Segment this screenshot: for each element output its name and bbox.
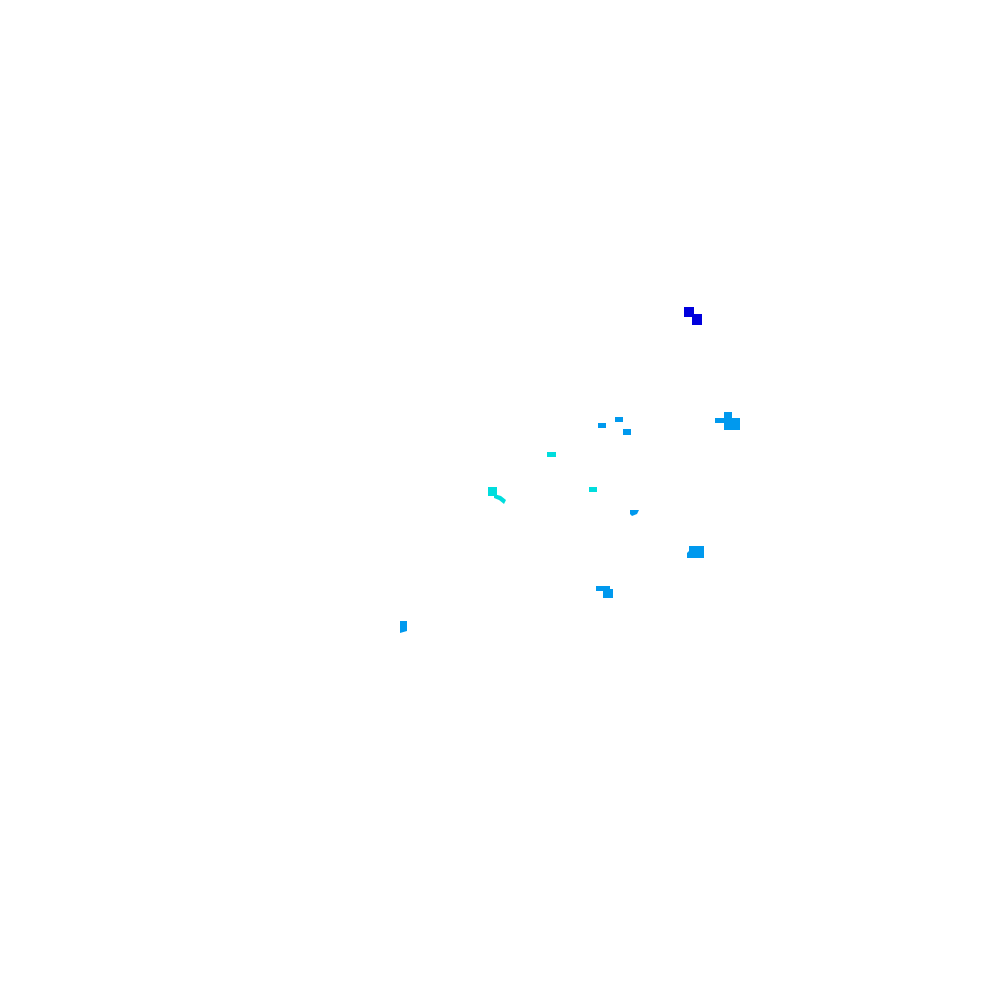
map-cell xyxy=(687,546,704,558)
map-cell xyxy=(615,417,623,422)
map-cell xyxy=(598,423,606,428)
cyan-cell-features xyxy=(488,452,597,504)
map-cell xyxy=(589,487,597,492)
map-cell xyxy=(623,429,631,435)
map-cell xyxy=(596,586,610,591)
medium-blue-cell-cluster-upper xyxy=(598,417,631,435)
medium-blue-cell-cluster-right xyxy=(715,412,740,430)
map-cell xyxy=(715,418,740,423)
medium-blue-cell-features-lower xyxy=(400,510,704,633)
map-cell xyxy=(494,494,506,504)
map-cell xyxy=(400,621,407,633)
map-cell xyxy=(603,589,613,598)
map-cell xyxy=(692,314,702,325)
map-cell xyxy=(488,487,497,496)
map-cell xyxy=(630,510,639,516)
map-cell xyxy=(724,421,740,430)
map-cell xyxy=(547,452,556,457)
map-cell xyxy=(684,307,694,317)
dark-blue-cell-cluster xyxy=(684,307,702,325)
map-cell xyxy=(724,412,732,420)
